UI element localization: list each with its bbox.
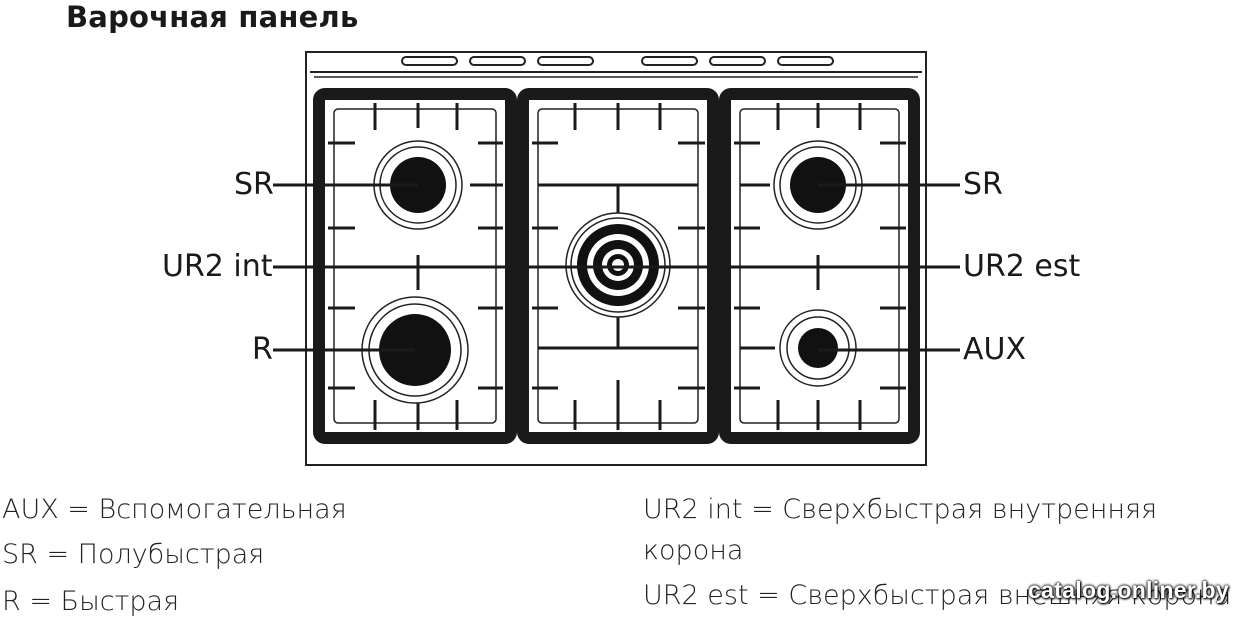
label-aux: AUX xyxy=(963,332,1027,367)
label-ur2-est: UR2 est xyxy=(963,249,1081,284)
control-slot xyxy=(537,56,594,66)
control-slot xyxy=(641,56,698,66)
legend-ur2-est: UR2 est = Сверхбыстрая внешняя корона xyxy=(643,580,1232,611)
label-sr-right: SR xyxy=(963,167,1003,202)
label-sr-left: SR xyxy=(234,167,274,202)
legend-ur2-int: UR2 int = Сверхбыстрая внутренняя xyxy=(643,494,1158,525)
legend-aux: AUX = Вспомогательная xyxy=(2,494,347,525)
legend-ur2-int-cont: корона xyxy=(643,535,744,566)
label-r: R xyxy=(252,332,273,367)
control-slot xyxy=(777,56,834,66)
watermark: catalog.onliner.by xyxy=(1028,577,1229,603)
legend-sr: SR = Полубыстрая xyxy=(2,539,265,570)
burner-ur2 xyxy=(565,212,671,318)
control-slot xyxy=(469,56,526,66)
burner-aux xyxy=(779,309,857,387)
control-slot xyxy=(401,56,458,66)
control-slot xyxy=(709,56,766,66)
page-title: Варочная панель xyxy=(66,0,359,34)
label-ur2-int: UR2 int xyxy=(162,249,273,284)
control-slots xyxy=(401,56,834,66)
legend-r: R = Быстрая xyxy=(2,586,180,617)
